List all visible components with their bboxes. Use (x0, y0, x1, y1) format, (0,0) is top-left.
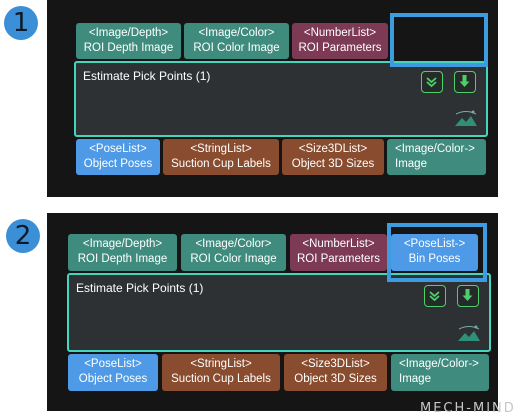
port-type: <StringList> (190, 358, 252, 370)
step-1-node-estimate-pick-points[interactable]: Estimate Pick Points (1) (74, 61, 488, 137)
collapse-chevron-icon[interactable] (421, 71, 443, 93)
port-label: Suction Cup Labels (171, 373, 271, 385)
node-title: Estimate Pick Points (1) (83, 69, 211, 83)
port-type: <Size3DList> (298, 143, 368, 155)
3d-scene-icon[interactable] (453, 108, 479, 128)
port-type: <Image/Depth> (82, 238, 163, 250)
port-label: Object 3D Sizes (294, 373, 377, 385)
port-type: <NumberList> (303, 27, 377, 39)
port-label: ROI Parameters (298, 42, 382, 54)
step-2-node-estimate-pick-points[interactable]: Estimate Pick Points (1) (67, 273, 491, 352)
input-port-roi-color-image[interactable]: <Image/Color> ROI Color Image (184, 23, 289, 59)
output-port-object-3d-sizes[interactable]: <Size3DList> Object 3D Sizes (282, 139, 384, 175)
input-port-roi-depth-image[interactable]: <Image/Depth> ROI Depth Image (68, 234, 177, 271)
port-label: ROI Parameters (296, 253, 381, 265)
port-label: ROI Color Image (193, 42, 280, 54)
step-2-badge: 2 (6, 219, 40, 253)
port-label: Bin Poses (408, 253, 461, 265)
port-label: Image (395, 158, 427, 170)
port-type: <PoseList-> (403, 238, 466, 250)
port-label: Object Poses (83, 158, 153, 170)
input-port-roi-color-image[interactable]: <Image/Color> ROI Color Image (181, 234, 286, 271)
port-label: Image (399, 373, 431, 385)
output-port-object-3d-sizes[interactable]: <Size3DList> Object 3D Sizes (284, 354, 387, 391)
port-type: <Image/Color> (195, 238, 272, 250)
port-type: <Image/Depth> (88, 27, 169, 39)
input-port-roi-parameters[interactable]: <NumberList> ROI Parameters (292, 23, 388, 59)
input-port-roi-parameters[interactable]: <NumberList> ROI Parameters (290, 234, 387, 271)
port-type: <NumberList> (302, 238, 375, 250)
port-label: Object 3D Sizes (291, 158, 375, 170)
input-port-bin-poses[interactable]: <PoseList-> Bin Poses (391, 234, 478, 271)
download-arrow-icon[interactable] (457, 285, 479, 307)
port-type: <StringList> (190, 143, 252, 155)
download-arrow-icon[interactable] (454, 71, 476, 93)
bin-poses-port-highlight (387, 223, 487, 282)
port-type: <PoseList> (84, 358, 142, 370)
output-port-object-poses[interactable]: <PoseList> Object Poses (76, 139, 160, 175)
port-type: <Image/Color> (198, 27, 275, 39)
port-label: ROI Color Image (190, 253, 277, 265)
collapse-chevron-icon[interactable] (424, 285, 446, 307)
watermark: MECH-MIND (420, 401, 516, 416)
port-label: Suction Cup Labels (171, 158, 271, 170)
port-type: <Image/Color-> (395, 143, 475, 155)
output-port-image[interactable]: <Image/Color-> Image (391, 354, 489, 391)
step-1-badge: 1 (4, 6, 38, 40)
output-port-suction-cup-labels[interactable]: <StringList> Suction Cup Labels (163, 139, 279, 175)
step-2-panel: <Image/Depth> ROI Depth Image <Image/Col… (47, 213, 498, 411)
3d-scene-icon[interactable] (456, 323, 482, 343)
node-title: Estimate Pick Points (1) (76, 281, 204, 295)
port-type: <Size3DList> (301, 358, 370, 370)
port-label: Object Poses (78, 373, 148, 385)
output-port-suction-cup-labels[interactable]: <StringList> Suction Cup Labels (162, 354, 280, 391)
port-label: ROI Depth Image (77, 253, 168, 265)
empty-port-slot-highlight (390, 13, 488, 67)
output-port-object-poses[interactable]: <PoseList> Object Poses (68, 354, 158, 391)
port-label: ROI Depth Image (83, 42, 174, 54)
input-port-roi-depth-image[interactable]: <Image/Depth> ROI Depth Image (76, 23, 181, 59)
port-type: <PoseList> (89, 143, 147, 155)
port-type: <Image/Color-> (399, 358, 479, 370)
step-1-panel: <Image/Depth> ROI Depth Image <Image/Col… (47, 0, 498, 197)
output-port-image[interactable]: <Image/Color-> Image (387, 139, 486, 175)
